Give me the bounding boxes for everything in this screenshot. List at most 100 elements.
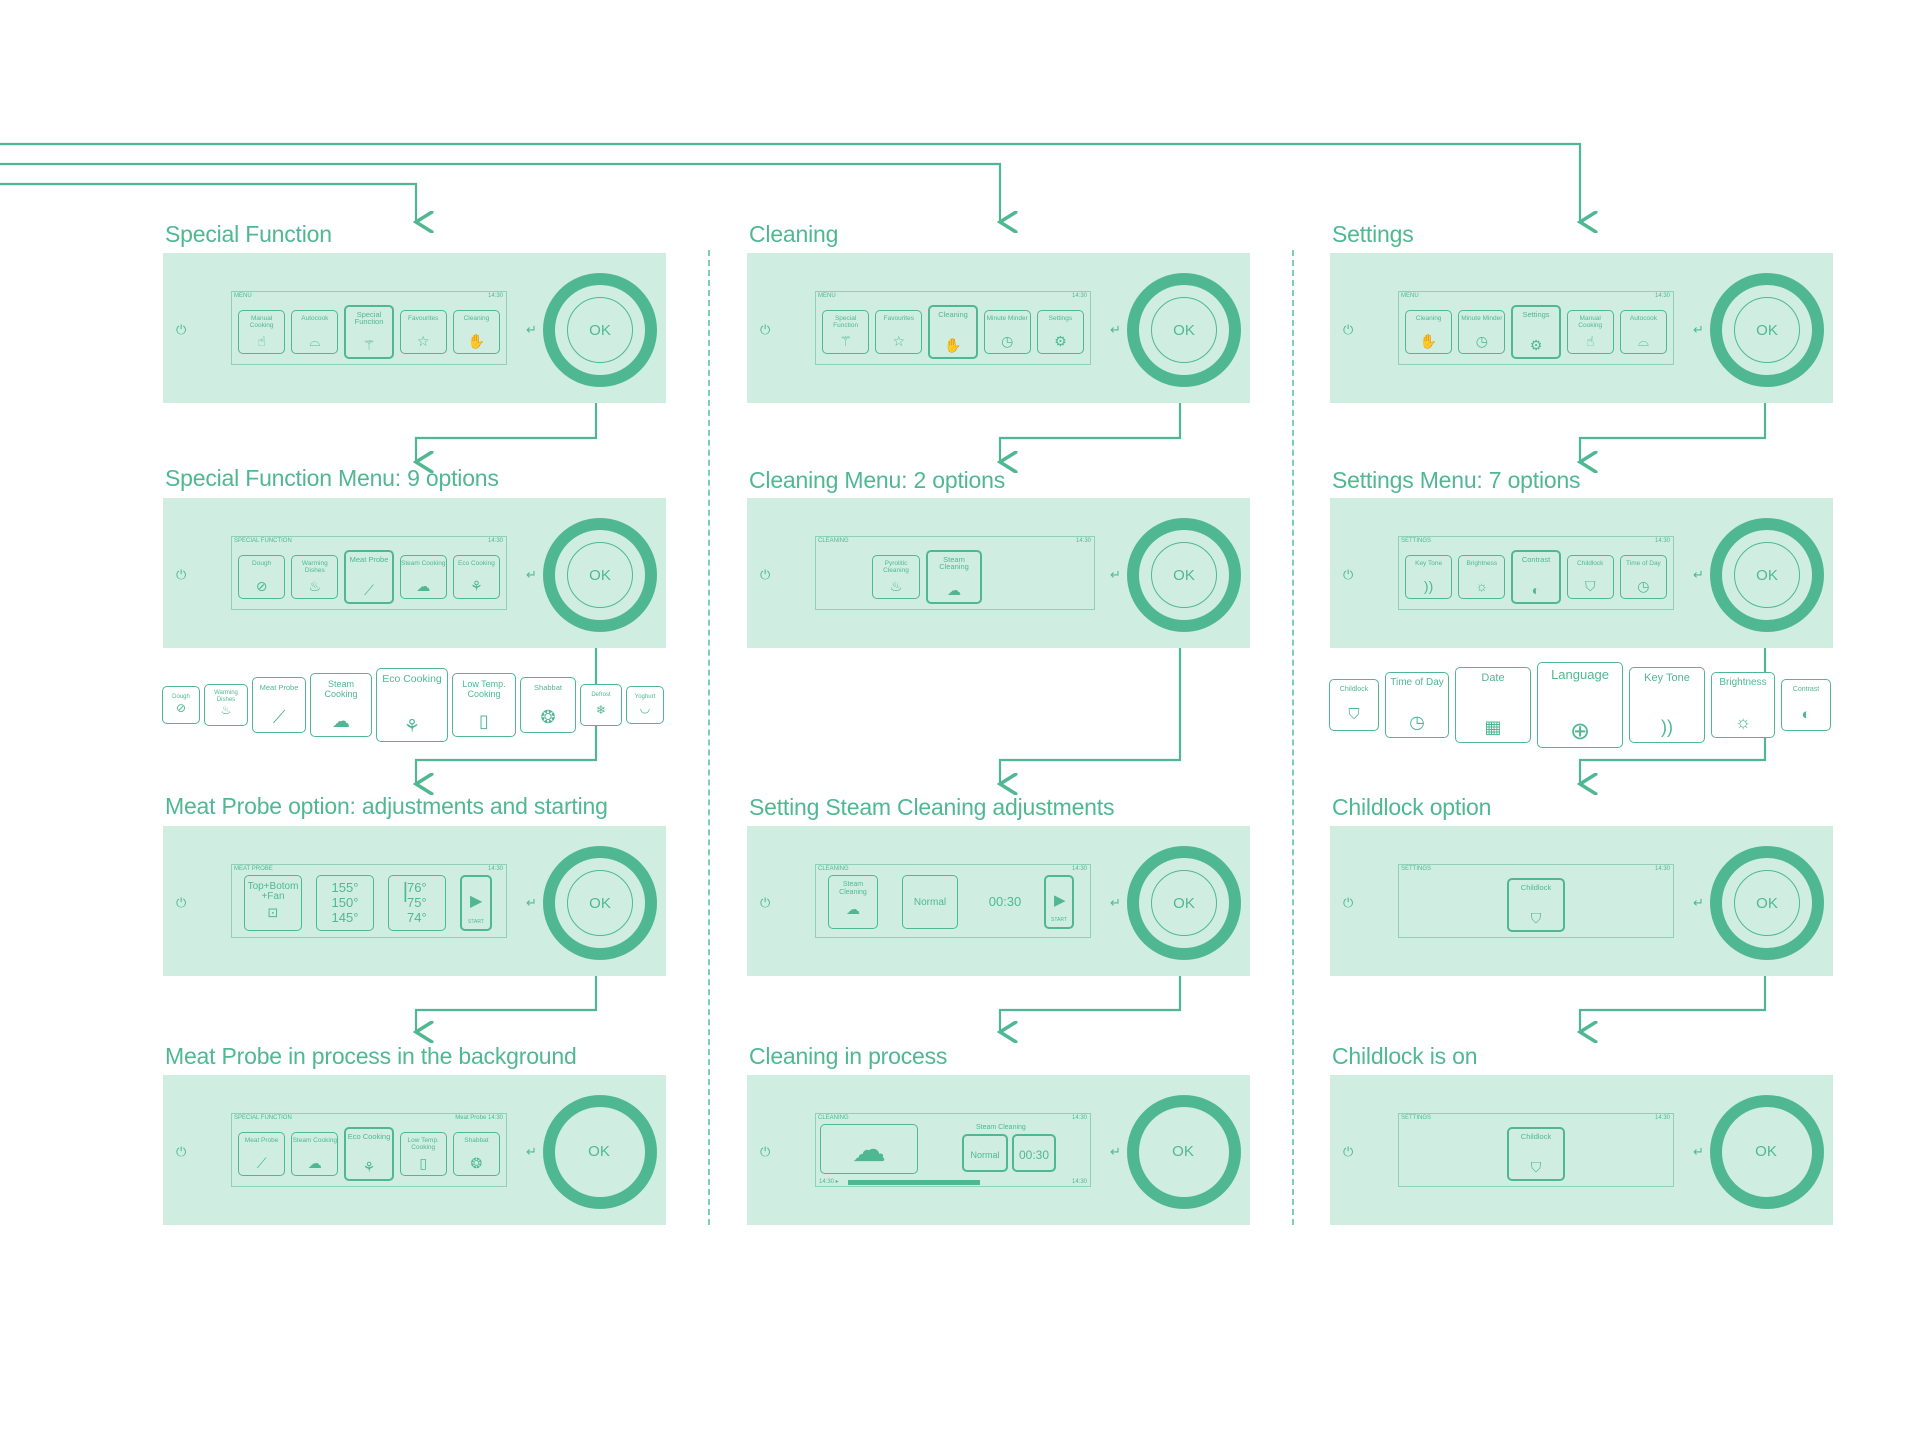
ok-knob[interactable]: OK bbox=[1710, 273, 1824, 387]
ok-button[interactable]: OK bbox=[1734, 297, 1800, 363]
tile-brightness[interactable]: Brightness☼ bbox=[1458, 555, 1506, 599]
tile-shabbat[interactable]: Shabbat❂ bbox=[452, 1132, 501, 1176]
tile-cleaning[interactable]: Cleaning✋ bbox=[452, 310, 501, 354]
ok-knob[interactable]: OK bbox=[1710, 846, 1824, 960]
ok-knob[interactable]: OK bbox=[543, 273, 657, 387]
power-icon[interactable]: ⏻ bbox=[760, 1144, 771, 1159]
ok-knob[interactable]: OK bbox=[543, 1095, 657, 1209]
tile-low-temp-cooking[interactable]: Low Temp. Cooking▯ bbox=[399, 1132, 447, 1176]
ok-knob[interactable]: OK bbox=[543, 518, 657, 632]
power-icon[interactable]: ⏻ bbox=[760, 895, 771, 910]
tile-pyrolitic-cleaning[interactable]: Pyrolitic Cleaning♨ bbox=[872, 555, 920, 599]
ok-knob[interactable]: OK bbox=[1127, 273, 1241, 387]
strip-tile-dough[interactable]: Dough⊘ bbox=[162, 686, 200, 724]
tile-special-function[interactable]: Special Function⚚ bbox=[822, 310, 870, 354]
tile-steam-cooking[interactable]: Steam Cooking☁ bbox=[399, 555, 447, 599]
tile-favourites[interactable]: Favourites☆ bbox=[399, 310, 447, 354]
back-arrow-icon[interactable]: ↵ bbox=[1110, 567, 1121, 582]
ok-button[interactable]: OK bbox=[567, 297, 633, 363]
strip-tile-yoghurt[interactable]: Yoghurt◡ bbox=[626, 686, 664, 724]
tile-eco-cooking[interactable]: Eco Cooking⚘ bbox=[452, 555, 501, 599]
strip-tile-brightness[interactable]: Brightness☼ bbox=[1711, 672, 1775, 738]
ok-button[interactable]: OK bbox=[567, 870, 633, 936]
back-arrow-icon[interactable]: ↵ bbox=[1693, 1144, 1704, 1159]
tile-time-of-day[interactable]: Time of Day◷ bbox=[1619, 555, 1668, 599]
tile-minute-minder[interactable]: Minute Minder◷ bbox=[983, 310, 1031, 354]
ok-knob[interactable]: OK bbox=[1710, 1095, 1824, 1209]
tile-childlock[interactable]: Childlock⛉ bbox=[1566, 555, 1614, 599]
ok-knob[interactable]: OK bbox=[543, 846, 657, 960]
back-arrow-icon[interactable]: ↵ bbox=[526, 567, 537, 582]
power-icon[interactable]: ⏻ bbox=[1343, 895, 1354, 910]
tile-manual-cooking[interactable]: Manual Cooking☝ bbox=[1566, 310, 1614, 354]
tile-steam-cooking[interactable]: Steam Cooking☁ bbox=[291, 1132, 339, 1176]
back-arrow-icon[interactable]: ↵ bbox=[1110, 1144, 1121, 1159]
back-arrow-icon[interactable]: ↵ bbox=[1110, 322, 1121, 337]
strip-tile-shabbat[interactable]: Shabbat❂ bbox=[520, 677, 576, 733]
start-button[interactable]: ▶ START bbox=[1044, 875, 1074, 929]
strip-tile-childlock[interactable]: Childlock⛉ bbox=[1329, 679, 1379, 731]
level-selector[interactable]: Normal bbox=[902, 875, 958, 929]
duration-value[interactable]: 00:30 bbox=[988, 894, 1022, 909]
tile-manual-cooking[interactable]: Manual Cooking☝ bbox=[238, 310, 286, 354]
ok-button[interactable]: OK bbox=[1734, 870, 1800, 936]
ok-knob[interactable]: OK bbox=[1127, 1095, 1241, 1209]
strip-tile-warming-dishes[interactable]: Warming Dishes♨ bbox=[204, 684, 248, 726]
strip-tile-time-of-day[interactable]: Time of Day◷ bbox=[1385, 672, 1449, 738]
ok-button[interactable]: OK bbox=[1734, 542, 1800, 608]
tile-favourites[interactable]: Favourites☆ bbox=[875, 310, 923, 354]
tile-cleaning[interactable]: Cleaning✋ bbox=[928, 305, 978, 359]
steam-cleaning-tile[interactable]: Steam Cleaning☁ bbox=[828, 875, 878, 929]
back-arrow-icon[interactable]: ↵ bbox=[526, 1144, 537, 1159]
tile-dough[interactable]: Dough⊘ bbox=[238, 555, 286, 599]
tile-contrast[interactable]: Contrast◐ bbox=[1511, 550, 1561, 604]
power-icon[interactable]: ⏻ bbox=[760, 322, 771, 337]
tile-autocook[interactable]: Autocook⌓ bbox=[291, 310, 339, 354]
back-arrow-icon[interactable]: ↵ bbox=[526, 895, 537, 910]
tile-minute-minder[interactable]: Minute Minder◷ bbox=[1458, 310, 1506, 354]
power-icon[interactable]: ⏻ bbox=[176, 1144, 187, 1159]
ok-button[interactable]: OK bbox=[1151, 297, 1217, 363]
power-icon[interactable]: ⏻ bbox=[176, 895, 187, 910]
ok-button[interactable]: OK bbox=[1172, 1142, 1194, 1160]
back-arrow-icon[interactable]: ↵ bbox=[1110, 895, 1121, 910]
tile-key-tone[interactable]: Key Tone)) bbox=[1405, 555, 1453, 599]
tile-settings[interactable]: Settings⚙ bbox=[1511, 305, 1561, 359]
power-icon[interactable]: ⏻ bbox=[176, 567, 187, 582]
ok-button[interactable]: OK bbox=[567, 542, 633, 608]
back-arrow-icon[interactable]: ↵ bbox=[1693, 895, 1704, 910]
heating-mode-box[interactable]: Top+Botom +Fan⊡ bbox=[244, 875, 302, 931]
strip-tile-key-tone[interactable]: Key Tone)) bbox=[1629, 667, 1705, 743]
strip-tile-steam-cooking[interactable]: Steam Cooking☁ bbox=[310, 673, 372, 737]
tile-warming-dishes[interactable]: Warming Dishes♨ bbox=[291, 555, 339, 599]
probe-temperature-box[interactable]: ❘ 76°75°74° bbox=[388, 875, 446, 931]
tile-meat-probe[interactable]: Meat Probe⟋ bbox=[238, 1132, 286, 1176]
strip-tile-eco-cooking[interactable]: Eco Cooking⚘ bbox=[376, 668, 448, 742]
strip-tile-date[interactable]: Date▦ bbox=[1455, 667, 1531, 743]
tile-eco-cooking[interactable]: Eco Cooking⚘ bbox=[344, 1127, 394, 1181]
tile-special-function[interactable]: Special Function⚚ bbox=[344, 305, 394, 359]
strip-tile-contrast[interactable]: Contrast◐ bbox=[1781, 679, 1831, 731]
tile-autocook[interactable]: Autocook⌓ bbox=[1619, 310, 1668, 354]
back-arrow-icon[interactable]: ↵ bbox=[526, 322, 537, 337]
strip-tile-meat-probe[interactable]: Meat Probe⟋ bbox=[252, 677, 306, 733]
start-button[interactable]: ▶ START bbox=[460, 875, 492, 931]
tile-settings[interactable]: Settings⚙ bbox=[1036, 310, 1085, 354]
power-icon[interactable]: ⏻ bbox=[760, 567, 771, 582]
tile-childlock[interactable]: Childlock⛉ bbox=[1507, 878, 1565, 932]
strip-tile-defrost[interactable]: Defrost❄ bbox=[580, 684, 622, 726]
tile-meat-probe[interactable]: Meat Probe⟋ bbox=[344, 550, 394, 604]
tile-cleaning[interactable]: Cleaning✋ bbox=[1405, 310, 1453, 354]
oven-temperature-box[interactable]: 155°150°145° bbox=[316, 875, 374, 931]
strip-tile-language[interactable]: Language⊕ bbox=[1537, 662, 1623, 748]
ok-button[interactable]: OK bbox=[1755, 1142, 1777, 1160]
back-arrow-icon[interactable]: ↵ bbox=[1693, 322, 1704, 337]
tile-steam-cleaning[interactable]: Steam Cleaning☁ bbox=[926, 550, 982, 604]
power-icon[interactable]: ⏻ bbox=[1343, 567, 1354, 582]
ok-button[interactable]: OK bbox=[1151, 870, 1217, 936]
strip-tile-low-temp-cooking[interactable]: Low Temp. Cooking▯ bbox=[452, 673, 516, 737]
ok-knob[interactable]: OK bbox=[1127, 518, 1241, 632]
power-icon[interactable]: ⏻ bbox=[1343, 322, 1354, 337]
back-arrow-icon[interactable]: ↵ bbox=[1693, 567, 1704, 582]
ok-knob[interactable]: OK bbox=[1127, 846, 1241, 960]
